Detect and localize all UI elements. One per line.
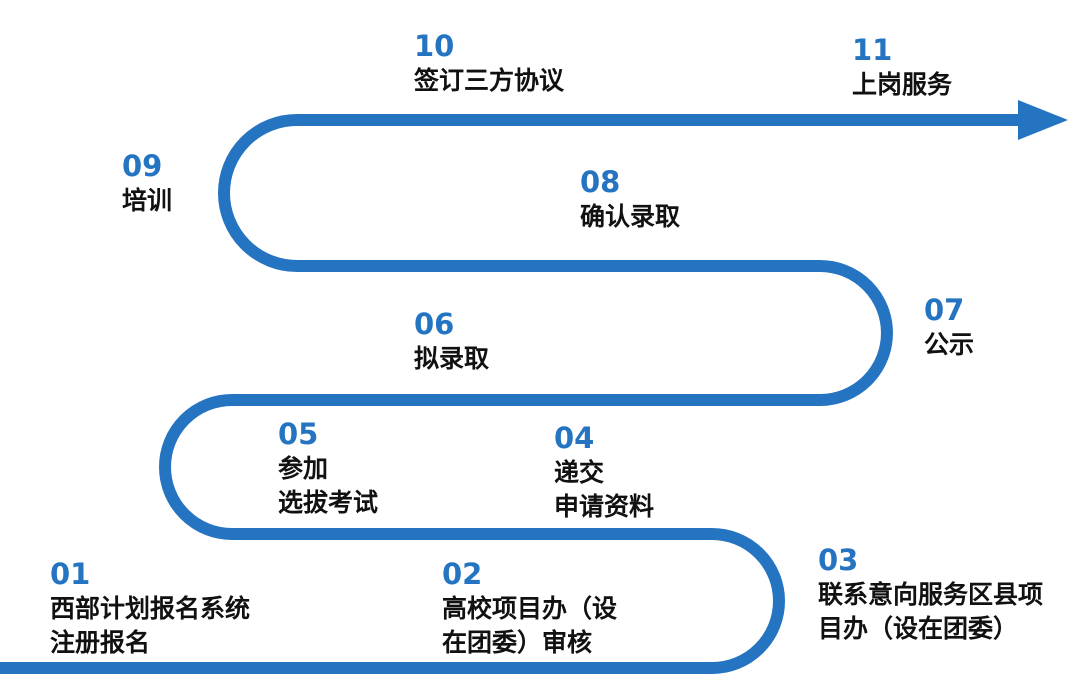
step-number: 01 bbox=[50, 557, 91, 591]
step-08: 08 确认录取 bbox=[580, 168, 680, 234]
step-03: 03 联系意向服务区县项 目办（设在团委） bbox=[818, 546, 1043, 646]
step-label-line: 联系意向服务区县项 bbox=[818, 580, 1044, 609]
step-label-line: 申请资料 bbox=[554, 492, 655, 521]
step-04: 04 递交 申请资料 bbox=[554, 424, 654, 524]
step-label-line: 拟录取 bbox=[414, 344, 490, 373]
step-label-line: 选拔考试 bbox=[278, 488, 379, 517]
step-05: 05 参加 选拔考试 bbox=[278, 420, 378, 520]
step-07: 07 公示 bbox=[924, 296, 974, 362]
step-number: 07 bbox=[924, 293, 965, 327]
step-number: 08 bbox=[580, 165, 621, 199]
step-label-line: 培训 bbox=[122, 186, 173, 215]
track-line bbox=[0, 114, 1022, 674]
step-number: 04 bbox=[554, 421, 595, 455]
step-number: 10 bbox=[414, 29, 455, 63]
step-label-line: 在团委）审核 bbox=[442, 628, 593, 657]
step-number: 02 bbox=[442, 557, 483, 591]
step-label-line: 参加 bbox=[278, 454, 329, 483]
step-06: 06 拟录取 bbox=[414, 310, 489, 376]
step-11: 11 上岗服务 bbox=[852, 36, 952, 102]
step-number: 03 bbox=[818, 543, 859, 577]
step-label-line: 西部计划报名系统 bbox=[50, 594, 251, 623]
step-label-line: 注册报名 bbox=[50, 628, 151, 657]
step-label-line: 签订三方协议 bbox=[414, 66, 565, 95]
step-number: 05 bbox=[278, 417, 319, 451]
step-01: 01 西部计划报名系统 注册报名 bbox=[50, 560, 250, 660]
step-09: 09 培训 bbox=[122, 152, 172, 218]
step-label-line: 目办（设在团委） bbox=[818, 614, 1019, 643]
step-10: 10 签订三方协议 bbox=[414, 32, 564, 98]
step-label-line: 递交 bbox=[554, 458, 605, 487]
arrow-head-icon bbox=[1018, 100, 1068, 140]
step-label-line: 高校项目办（设 bbox=[442, 594, 618, 623]
step-label-line: 上岗服务 bbox=[852, 70, 953, 99]
step-02: 02 高校项目办（设 在团委）审核 bbox=[442, 560, 617, 660]
step-number: 06 bbox=[414, 307, 455, 341]
step-label-line: 确认录取 bbox=[580, 202, 681, 231]
step-number: 11 bbox=[852, 33, 893, 67]
step-label-line: 公示 bbox=[924, 330, 975, 359]
step-number: 09 bbox=[122, 149, 163, 183]
